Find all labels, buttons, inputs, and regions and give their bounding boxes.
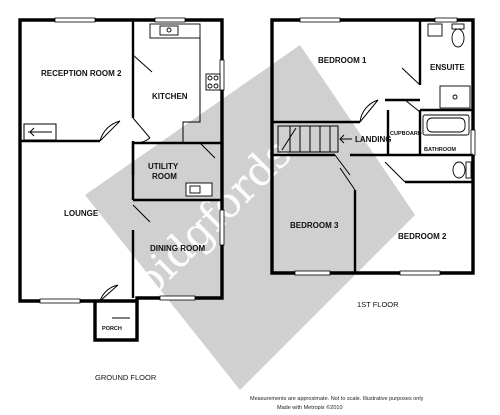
- door-kitchen-top: [132, 54, 153, 73]
- kitchen-sink-drain: [166, 27, 172, 33]
- stairs-marker: [23, 123, 57, 141]
- door-dining: [132, 204, 151, 223]
- stair-break: [281, 127, 297, 151]
- bathroom-toilet: [452, 161, 466, 179]
- label-bedroom-3: BEDROOM 3: [290, 221, 339, 230]
- caption-ground-floor: GROUND FLOOR: [95, 373, 157, 382]
- label-utility-line2: ROOM: [152, 172, 177, 181]
- first-floor: BEDROOM 1 ENSUITE LANDING CUPBOARD BATHR…: [270, 17, 476, 309]
- hob-ring-4: [213, 83, 219, 89]
- label-landing: LANDING: [355, 135, 391, 144]
- label-cupboard: CUPBOARD: [390, 131, 422, 137]
- watermark-diamond: [85, 45, 415, 390]
- ground-floor: RECEPTION ROOM 2 KITCHEN LOUNGE UTILITY …: [18, 17, 225, 382]
- ground-floor-outline: [18, 18, 224, 303]
- bathroom-toilet-cistern: [465, 161, 472, 179]
- stair-arrow-head: [339, 134, 345, 144]
- door-reception-lounge: [99, 120, 121, 142]
- window-bedroom3-bottom: [294, 270, 331, 276]
- door-bedroom3: [334, 154, 356, 191]
- door-bedroom2: [384, 161, 406, 183]
- window-kitchen-right: [219, 59, 225, 91]
- window-ensuite-top: [434, 17, 458, 23]
- window-kitchen-top: [154, 17, 186, 23]
- label-reception-room-2: RECEPTION ROOM 2: [41, 69, 122, 78]
- caption-first-floor: 1ST FLOOR: [357, 300, 399, 309]
- watermark: bidgfords: [85, 45, 415, 390]
- ensuite-toilet-cistern: [451, 23, 465, 30]
- ensuite-shower-drain: [452, 94, 458, 100]
- stairs-arrow: [29, 127, 35, 137]
- footer-disclaimer: Measurements are approximate. Not to sca…: [250, 396, 424, 402]
- ensuite-toilet: [451, 28, 465, 48]
- label-ensuite: ENSUITE: [430, 63, 465, 72]
- label-kitchen: KITCHEN: [152, 92, 188, 101]
- door-cupboard: [404, 99, 421, 113]
- window-reception-top: [54, 17, 96, 23]
- staircase-outline: [277, 125, 339, 153]
- window-bathroom-right: [470, 129, 476, 156]
- staircase: [277, 125, 352, 153]
- label-bedroom-2: BEDROOM 2: [398, 232, 447, 241]
- kitchen-worktop: [182, 38, 201, 143]
- door-bedroom1: [359, 99, 379, 123]
- porch-outline: [93, 301, 139, 342]
- door-reception-kitchen: [132, 117, 151, 144]
- label-dining-room: DINING ROOM: [150, 244, 205, 253]
- label-utility-line1: UTILITY: [148, 162, 179, 171]
- ensuite-basin: [427, 23, 443, 37]
- hob-ring-3: [207, 83, 213, 89]
- window-bedroom2-bottom: [399, 270, 441, 276]
- hob-ring-2: [213, 75, 219, 81]
- label-bedroom-1: BEDROOM 1: [318, 56, 367, 65]
- hob: [205, 73, 221, 91]
- window-dining-bottom: [159, 295, 196, 301]
- hob-ring-1: [207, 75, 213, 81]
- first-floor-outline: [270, 18, 475, 275]
- door-ensuite: [401, 67, 421, 86]
- label-bathroom: BATHROOM: [424, 147, 456, 153]
- footer-credit: Made with Metropix ©2010: [277, 404, 343, 411]
- bath-inner: [426, 117, 466, 133]
- label-lounge: LOUNGE: [64, 209, 99, 218]
- door-utility: [199, 142, 216, 159]
- utility-sink-bowl: [189, 185, 201, 194]
- porch-door: [99, 284, 119, 302]
- window-dining-right: [219, 209, 225, 246]
- label-porch: PORCH: [102, 326, 122, 332]
- window-lounge-bottom: [39, 298, 81, 304]
- window-bedroom1-top: [299, 17, 341, 23]
